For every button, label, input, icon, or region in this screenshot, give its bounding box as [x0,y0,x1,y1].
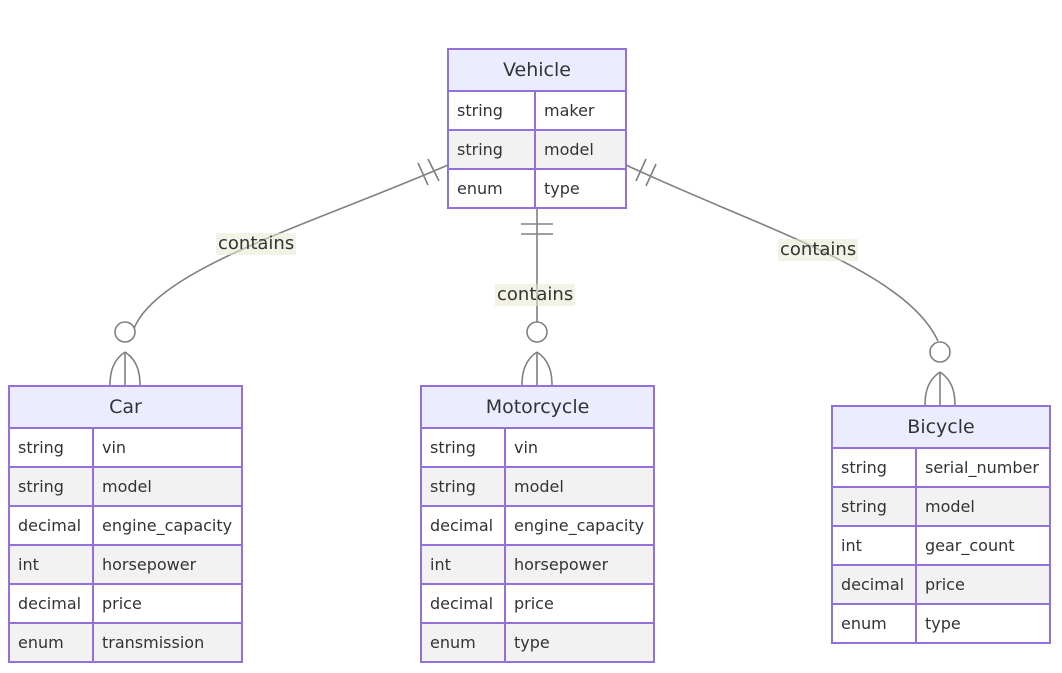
attribute-type: enum [449,170,536,207]
attribute-name: gear_count [925,536,1015,555]
attribute-name: type [544,179,580,198]
entity-bicycle[interactable]: Bicycle string serial_number string mode… [831,405,1051,644]
zero-marker-bicycle [929,341,951,363]
attribute-type: enum [10,624,94,661]
attribute-type: string [10,429,94,466]
attribute-name: horsepower [102,555,197,574]
attribute-name: serial_number [925,458,1039,477]
attribute-row: string model [10,468,241,507]
attribute-name: type [925,614,961,633]
entity-title: Motorcycle [422,387,653,429]
attribute-name: model [102,477,152,496]
attribute-type: decimal [422,585,506,622]
relationship-label-car: contains [216,233,297,255]
entity-title: Vehicle [449,50,625,92]
zero-marker-motorcycle [526,321,548,343]
many-marker-car-right [124,351,141,386]
zero-marker-car [114,321,136,343]
one-marker-vehicle-bicycle-b [645,163,657,187]
attribute-name: engine_capacity [514,516,645,535]
attribute-name: price [925,575,965,594]
attribute-row: decimal engine_capacity [10,507,241,546]
many-marker-bicycle-right [939,371,956,406]
entity-car[interactable]: Car string vin string model decimal engi… [8,385,243,663]
attribute-type: string [449,92,536,129]
attribute-type: decimal [833,566,917,603]
attribute-type: string [422,429,506,466]
many-marker-bicycle-left [924,371,941,406]
attribute-name: transmission [102,633,205,652]
entity-title: Bicycle [833,407,1049,449]
attribute-type: string [833,449,917,486]
attribute-name: model [925,497,975,516]
attribute-row: string vin [10,429,241,468]
attribute-name: price [102,594,142,613]
attribute-type: enum [833,605,917,642]
attribute-row: string model [422,468,653,507]
attribute-row: int horsepower [10,546,241,585]
attribute-type: string [422,468,506,505]
relationship-label-bicycle: contains [778,239,859,261]
attribute-row: enum type [833,605,1049,642]
attribute-row: decimal price [422,585,653,624]
attribute-row: string vin [422,429,653,468]
attribute-row: decimal price [833,566,1049,605]
attribute-row: decimal price [10,585,241,624]
attribute-row: string maker [449,92,625,131]
attribute-type: enum [422,624,506,661]
entity-vehicle[interactable]: Vehicle string maker string model enum t… [447,48,627,209]
attribute-name: vin [102,438,127,457]
attribute-row: int horsepower [422,546,653,585]
one-marker-vehicle-car-b [427,158,440,182]
attribute-row: string serial_number [833,449,1049,488]
attribute-name: model [514,477,564,496]
attribute-type: int [833,527,917,564]
attribute-row: enum transmission [10,624,241,661]
attribute-row: string model [833,488,1049,527]
attribute-name: maker [544,101,595,120]
attribute-name: vin [514,438,539,457]
entity-motorcycle[interactable]: Motorcycle string vin string model decim… [420,385,655,663]
attribute-row: enum type [449,170,625,207]
attribute-type: string [833,488,917,525]
attribute-type: int [10,546,94,583]
many-marker-car-left [109,351,126,386]
attribute-name: type [514,633,550,652]
one-marker-vehicle-bicycle-a [635,158,647,182]
attribute-type: string [449,131,536,168]
attribute-type: decimal [422,507,506,544]
attribute-type: string [10,468,94,505]
attribute-name: model [544,140,594,159]
attribute-type: decimal [10,585,94,622]
relationship-label-motorcycle: contains [495,284,576,306]
attribute-type: decimal [10,507,94,544]
many-marker-motorcycle-right [536,351,553,386]
attribute-row: decimal engine_capacity [422,507,653,546]
entity-title: Car [10,387,241,429]
many-marker-motorcycle-left [521,351,538,386]
attribute-name: horsepower [514,555,609,574]
attribute-row: enum type [422,624,653,661]
attribute-row: string model [449,131,625,170]
attribute-name: price [514,594,554,613]
attribute-type: int [422,546,506,583]
attribute-name: engine_capacity [102,516,233,535]
attribute-row: int gear_count [833,527,1049,566]
one-marker-vehicle-car-a [417,162,429,186]
